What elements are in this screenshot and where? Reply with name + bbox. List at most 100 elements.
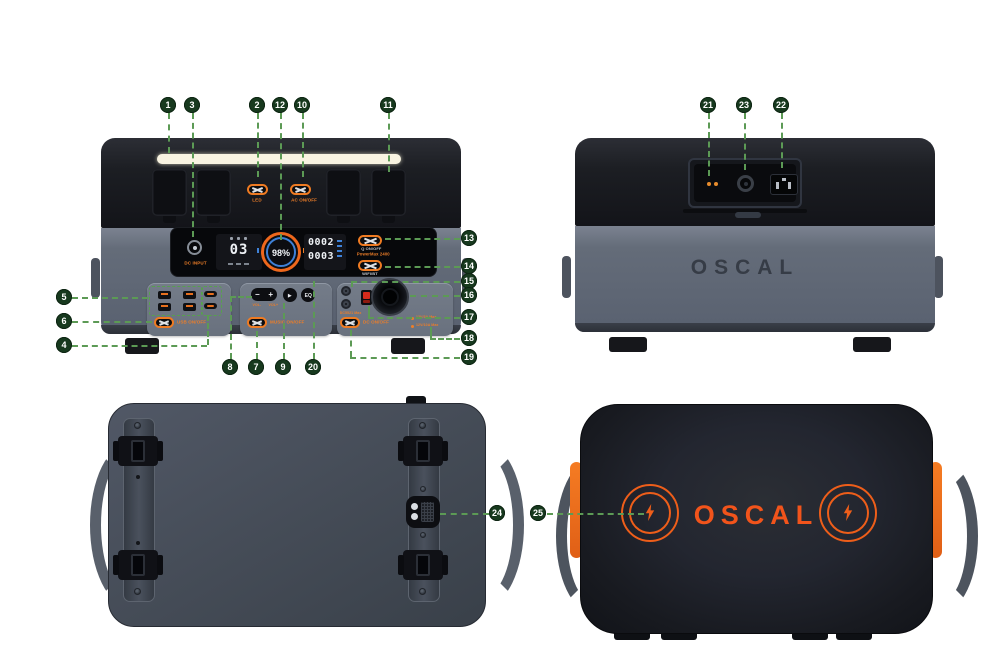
front-foot-left [125,338,159,354]
ac-outlet-3 [326,169,361,223]
carry-handle-right[interactable] [906,460,978,612]
foot-clip [113,436,163,466]
expansion-connector[interactable] [406,496,440,528]
play-icon: ▶ [288,292,292,298]
indicator-dot-icon [411,325,414,328]
ac-input-socket[interactable] [770,174,798,195]
connector-pin-icon [411,503,418,510]
ac-outlet-2 [196,169,231,223]
screw [419,422,426,429]
q-on-off-label: Q ON/OFF [361,247,382,252]
charge-input-panel [688,158,802,208]
back-foot-right [853,337,891,352]
callout-badge-6: 6 [56,313,72,329]
bluetooth-icon [230,237,233,240]
callout-badge-7: 7 [248,359,264,375]
display-hours-value: 03 [229,242,249,258]
wifi-bt-label: WIFI/BT [362,271,378,276]
callout-badge-20: 20 [305,359,321,375]
usb-a-port-3[interactable] [158,303,171,311]
ac-on-off-label: AC ON/OFF [291,198,318,203]
carry-handle-right[interactable] [444,443,524,607]
level-bar [337,250,342,252]
volume-up-icon[interactable]: + [268,290,273,299]
wifi-bt-button[interactable] [358,260,382,271]
side-handle-right [462,258,471,298]
vol-minus-label: VOL- [252,303,262,307]
dc-switch[interactable] [361,290,372,305]
side-handle-right [934,256,943,298]
ac-outlet-1 [152,169,187,223]
port-pin-icon [743,181,748,186]
clip-slot [416,554,430,576]
dc-on-off-label: DC ON/OFF [363,320,389,325]
front-foot-right [391,338,425,354]
music-note-icon [244,237,247,240]
q-on-off-button[interactable] [358,235,382,246]
wireless-charging-pad-right[interactable] [819,484,877,542]
input-bolt-icon [257,248,259,253]
screen-right: 0002 0003 [304,234,346,270]
callout-badge-12: 12 [272,97,288,113]
tick-mark [244,263,249,265]
dc5521-label: DC5521 Max [339,311,362,315]
usb-c-port-1[interactable] [204,291,217,297]
led-button[interactable] [247,184,268,195]
dc5521-port-2[interactable] [341,299,351,309]
clip-slot [416,440,430,462]
play-pause-button[interactable]: ▶ [283,288,297,302]
display-output-watts: 0003 [308,251,335,262]
dc5521-port-1[interactable] [341,286,351,296]
indicator-pin-icon [714,182,718,186]
callout-badge-4: 4 [56,337,72,353]
usb-c-port-2[interactable] [204,303,217,309]
usb-a-port-1[interactable] [158,291,171,299]
bottom-view [90,396,524,648]
level-bar [337,240,342,242]
callout-badge-3: 3 [184,97,200,113]
dc-charging-port[interactable] [737,175,754,192]
carry-handle-left[interactable] [556,460,628,612]
usb-on-off-button[interactable] [154,317,174,328]
screw [134,422,141,429]
back-bottom-section [575,226,935,332]
car-socket-inner [381,288,399,306]
switch-rocker-icon [363,292,370,299]
usb-a-port-4[interactable] [183,303,196,311]
vol-plus-label: VOL+ [268,303,279,307]
wifi-icon [237,237,240,240]
dc-on-off-button[interactable] [340,317,360,328]
lightning-icon [645,504,655,521]
level-bar [337,245,342,247]
connector-grid-icon [421,502,434,522]
callout-line-19 [350,357,460,359]
dc-input-port[interactable] [187,240,202,255]
callout-badge-25: 25 [530,505,546,521]
usb-on-off-label: USB ON/OFF [177,320,207,325]
top-view: OSCAL [556,398,978,650]
ac-on-off-button[interactable] [290,184,311,195]
socket-pin-icon [788,182,791,189]
switch-rocker-icon [363,300,370,303]
usb-a-port-2[interactable] [183,291,196,299]
volume-down-icon[interactable]: − [255,290,260,299]
car-socket[interactable] [371,278,409,316]
handle-accent-left [570,462,583,558]
screw [420,532,426,538]
cover-latch[interactable] [735,212,761,218]
lightning-icon [843,504,853,521]
display-input-watts: 0002 [308,237,335,248]
rear-nub [406,396,426,406]
screen-left: 03 [216,234,262,270]
eq-button[interactable]: EQ [301,288,315,302]
volume-button[interactable]: − + [251,288,277,301]
indicator-dot-icon [411,317,414,320]
screw [419,588,426,595]
carry-handle-left[interactable] [90,443,170,607]
callout-badge-8: 8 [222,359,238,375]
music-on-off-button[interactable] [247,317,267,328]
oscal-logo-back: OSCAL [690,256,800,279]
callout-badge-21: 21 [700,97,716,113]
dc-input-pin-icon [192,245,197,250]
